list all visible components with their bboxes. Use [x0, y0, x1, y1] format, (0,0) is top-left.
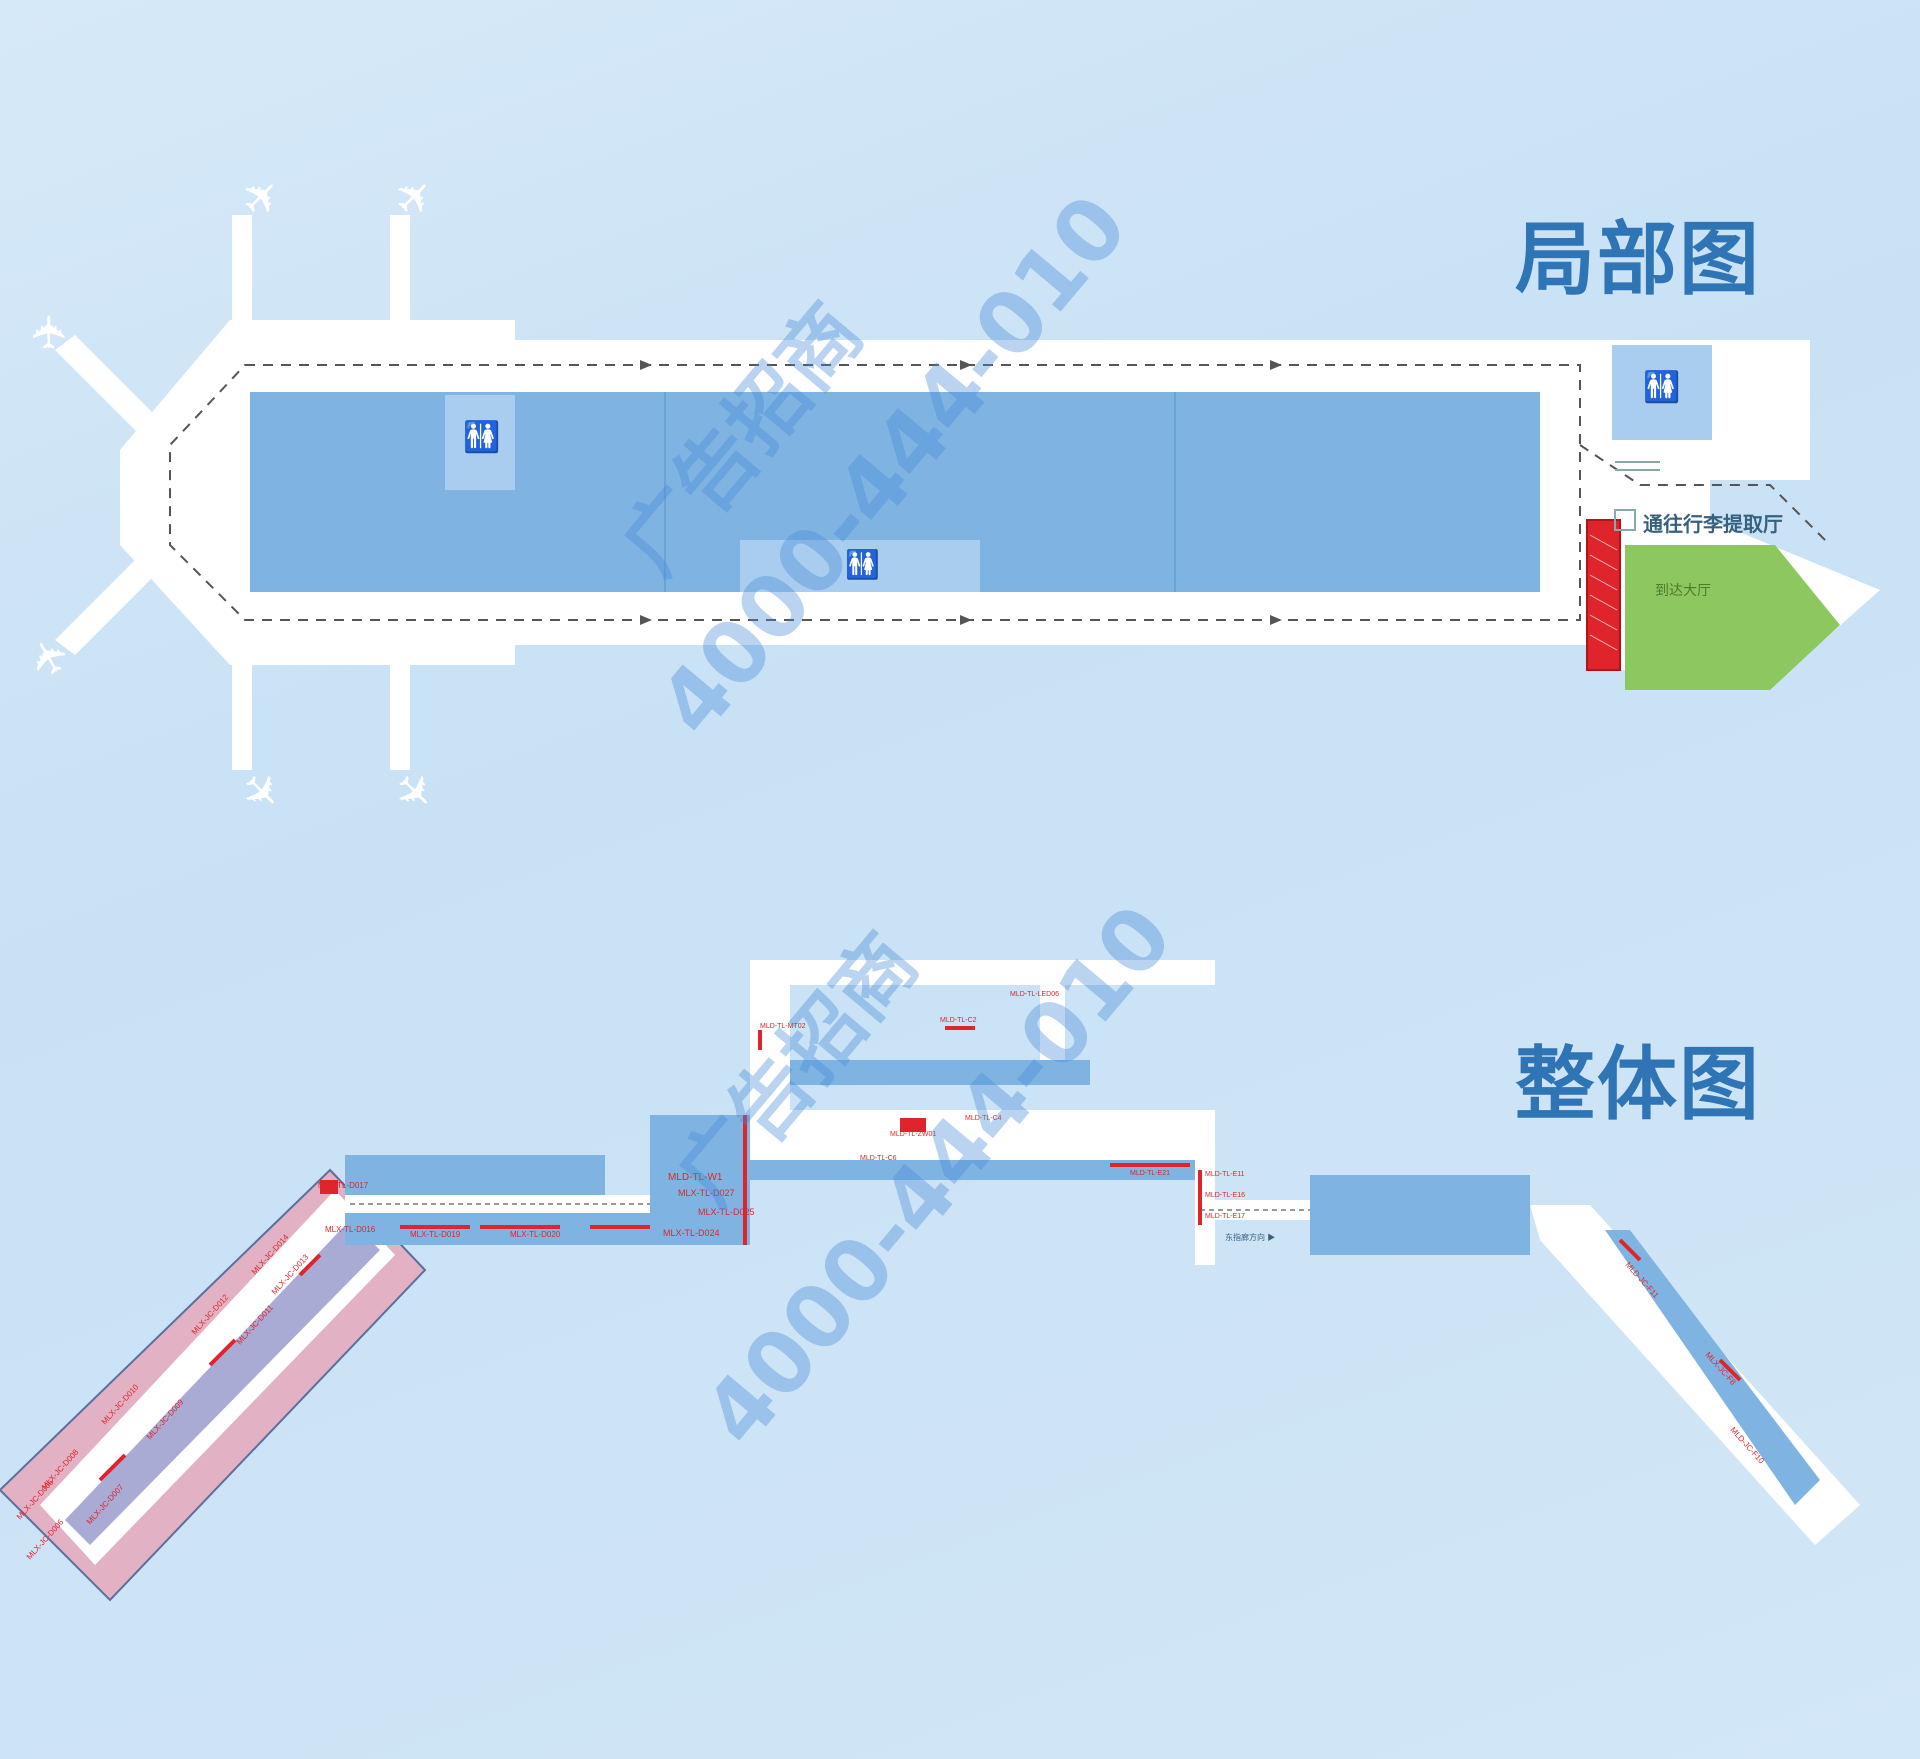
flow-arrows [640, 360, 1282, 625]
ad-label-e11: MLD-TL-E11 [1205, 1171, 1245, 1178]
restroom-icon: 🚻 [463, 421, 501, 454]
baggage-hall-label: 通往行李提取厅 [1643, 512, 1783, 536]
airplane-icon: ✈ [23, 312, 76, 352]
green-zone-label: 到达大厅 [1655, 583, 1711, 599]
ad-label-w1: MLD-TL-W1 [668, 1172, 723, 1183]
restroom-icon: 🚻 [845, 549, 880, 580]
escalator-icon [1615, 461, 1660, 471]
ad-label-d025: MLX-TL-D025 [698, 1207, 755, 1217]
ad-label-c6: MLD-TL-C6 [860, 1155, 897, 1162]
ad-label-led: MLD-TL-LED06 [1010, 991, 1059, 998]
ad-label-c2: MLD-TL-C2 [940, 1017, 977, 1024]
ad-label-c4: MLD-TL-C4 [965, 1115, 1002, 1122]
local-map-title: 局部图 [1515, 213, 1761, 306]
restroom-icon: 🚻 [1643, 371, 1681, 404]
ad-label-mt02: MLD-TL-MT02 [760, 1023, 806, 1030]
ad-label-d020: MLX-TL-D020 [510, 1230, 561, 1239]
ad-label-e16: MLD-TL-E16 [1205, 1192, 1245, 1199]
ad-label-e17: MLD-TL-E17 [1205, 1213, 1245, 1220]
green-zone [1625, 545, 1840, 690]
ad-label-d016: MLX-TL-D016 [325, 1225, 376, 1234]
restroom-block-a [445, 395, 515, 490]
ad-markers [98, 1026, 1742, 1482]
ad-label-e21: MLD-TL-E21 [1130, 1170, 1170, 1177]
local-map [169, 345, 1840, 690]
overall-map: MLD-TL-W1 MLX-TL-D027 MLX-TL-D025 MLX-TL… [0, 960, 1860, 1602]
ad-label-d024: MLX-TL-D024 [663, 1228, 720, 1238]
direction-label: 东指廊方向 ▶ [1225, 1232, 1275, 1242]
ad-panel-highlight [1586, 519, 1621, 671]
ad-label-d019: MLX-TL-D019 [410, 1230, 461, 1239]
overall-map-title: 整体图 [1515, 1038, 1761, 1131]
restroom-block-c [1612, 345, 1712, 440]
restroom-block-b [740, 540, 980, 592]
ad-label-d027: MLX-TL-D027 [678, 1188, 735, 1198]
ad-label-zw01: MLD-TL-ZW01 [890, 1131, 936, 1138]
ad-label-d017: MLX-TL-D017 [318, 1181, 369, 1190]
